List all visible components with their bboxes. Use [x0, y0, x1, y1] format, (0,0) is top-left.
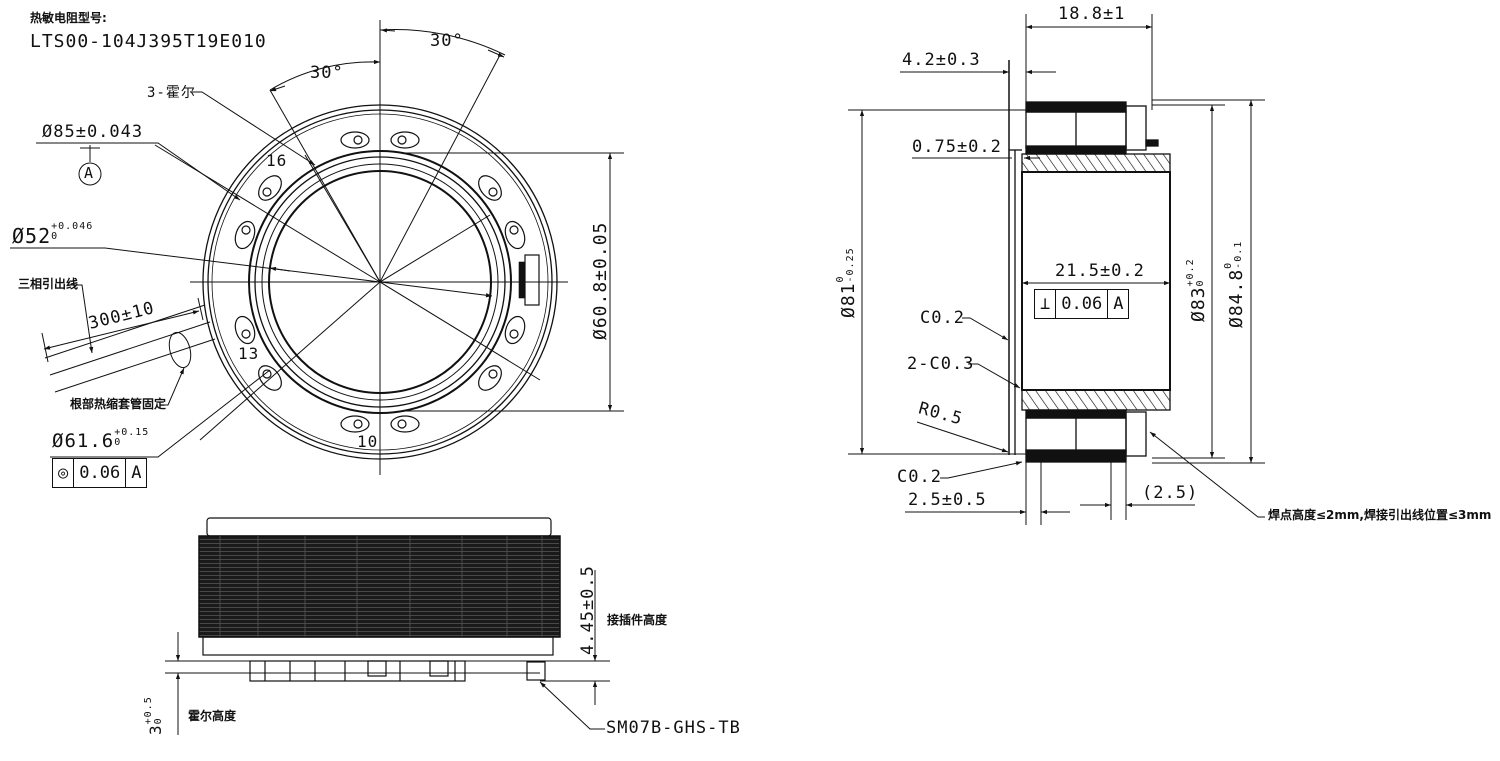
connector-height-label: 接插件高度: [607, 613, 668, 627]
outer-diameter-label: Ø85±0.043: [42, 122, 144, 142]
section-view: [848, 14, 1265, 525]
slot-number-13: 13: [238, 344, 260, 363]
angle-left-label: 30°: [310, 63, 344, 83]
chamfer-2-label: 2-C0.3: [907, 354, 975, 374]
hall-count-label: 3-霍尔: [147, 85, 196, 101]
perpendicularity-tolerance: 0.06: [1056, 290, 1109, 318]
chamfer-1-label: C0.2: [920, 308, 965, 328]
ref-dim-label: (2.5): [1142, 483, 1199, 503]
chamfer-3-label: C0.2: [897, 467, 942, 487]
slot-number-16: 16: [266, 151, 288, 170]
perpendicularity-icon: ⊥: [1035, 290, 1057, 318]
gap-dim-label: 0.75±0.2: [912, 137, 1002, 157]
heat-shrink-note: 根部热缩套管固定: [70, 397, 167, 411]
solder-note: 焊点高度≤2mm,焊接引出线位置≤3mm: [1268, 508, 1492, 522]
concentricity-icon: ◎: [53, 459, 75, 487]
diameter-left-label: Ø810-0.25: [835, 247, 859, 318]
side-view: [165, 517, 610, 735]
front-view: [10, 20, 624, 475]
thermistor-model: LTS00-104J395T19E010: [30, 31, 267, 52]
stack-length-label: 21.5±0.2: [1055, 261, 1145, 281]
lead-wire-label: 三相引出线: [18, 277, 79, 291]
perpendicularity-frame: ⊥ 0.06 A: [1034, 289, 1130, 319]
hall-pcd-label: Ø60.8±0.05: [590, 221, 611, 340]
connector-height-dim: 4.45±0.5: [578, 565, 598, 655]
thermistor-label: 热敏电阻型号:: [30, 11, 107, 25]
diameter-right-label: Ø84.80-0.1: [1223, 240, 1247, 328]
overall-width-label: 18.8±1: [1058, 4, 1126, 24]
slot-number-10: 10: [357, 432, 379, 451]
datum-a-label: A: [84, 164, 95, 182]
concentricity-datum: A: [131, 463, 142, 483]
concentricity-frame: ◎ 0.06 A: [52, 458, 148, 488]
offset-dim-label: 4.2±0.3: [902, 50, 981, 70]
concentricity-tolerance: 0.06: [74, 459, 127, 487]
bottom-dim-label: 2.5±0.5: [908, 490, 987, 510]
connector-part-label: SM07B-GHS-TB: [606, 718, 741, 738]
angle-right-label: 30°: [430, 31, 464, 51]
perpendicularity-datum: A: [1113, 294, 1124, 314]
hall-height-label: 霍尔高度: [188, 709, 237, 723]
